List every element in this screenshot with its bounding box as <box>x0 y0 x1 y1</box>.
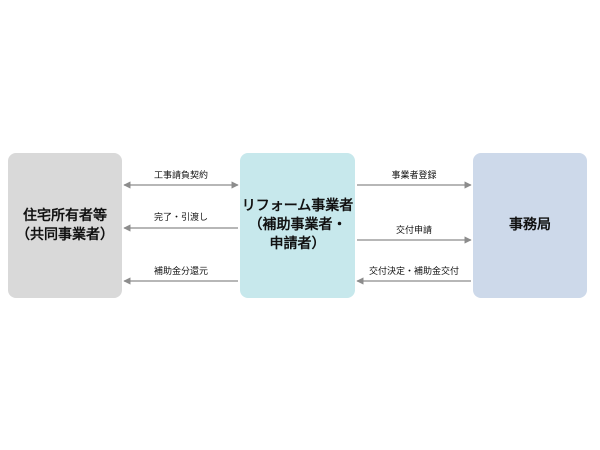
arrow-label-refund: 補助金分還元 <box>153 267 208 277</box>
arrow-label-complete: 完了・引渡し <box>153 213 208 223</box>
reform-contractor-box: リフォーム事業者 （補助事業者・ 申請者） <box>240 153 355 298</box>
secretariat-box-label: 事務局 <box>509 217 551 233</box>
owner-box: 住宅所有者等 （共同事業者） <box>8 153 122 298</box>
arrow-label-register: 事業者登録 <box>391 171 437 181</box>
arrow-label-contract: 工事請負契約 <box>153 171 208 181</box>
arrow-label-apply: 交付申請 <box>395 226 432 236</box>
secretariat-box: 事務局 <box>473 153 587 298</box>
owner-box-label: 住宅所有者等 （共同事業者） <box>16 207 114 243</box>
arrow-label-decision: 交付決定・補助金交付 <box>368 267 459 277</box>
reform-contractor-box-label: リフォーム事業者 （補助事業者・ 申請者） <box>241 198 354 252</box>
